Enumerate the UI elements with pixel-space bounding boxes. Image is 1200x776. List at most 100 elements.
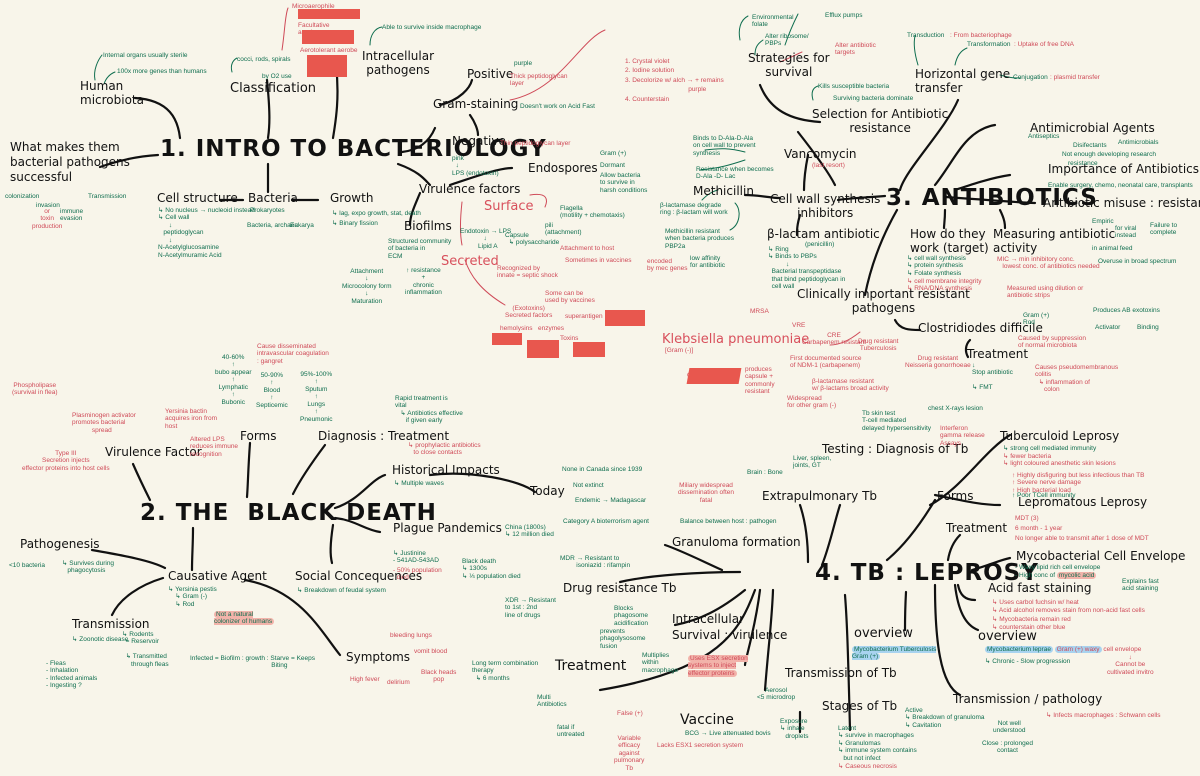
node-leprosy-forms: Forms <box>937 489 974 503</box>
node-tb-treatment: Treatment <box>555 658 627 674</box>
note-classification-shapes: cocci, rods, spirals <box>237 56 291 63</box>
note-surviving-dominate: Surviving bacteria dominate <box>833 95 914 102</box>
note-enzymes: enzymes <box>538 325 565 332</box>
note-septic-shock: Recognized by innate = septic shock <box>497 265 558 280</box>
node-overview-leprosy: overview <box>978 629 1037 644</box>
node-klebsiella: Klebsiella pneumoniae <box>662 332 810 347</box>
note-last-resort: (last resort) <box>812 162 845 169</box>
note-capsule-resistant: produces capsule + commonly resistant <box>745 366 775 396</box>
note-suppression-microbiota: Caused by suppression of normal microbio… <box>1018 335 1086 350</box>
note-mrsa: MRSA <box>750 308 769 315</box>
note-immune-evasion: immune evasion <box>60 208 84 223</box>
note-yersinia-pestis: ↳ Yersinia pestis ↳ Gram (-) ↳ Rod <box>168 586 217 608</box>
note-poor-tcell: ↑ Poor TCell immunity <box>1012 492 1076 499</box>
note-type-iii-secretion: Type III Secretion injects effector prot… <box>22 450 110 472</box>
redaction-block <box>605 310 645 326</box>
note-exotoxins: (Exotoxins) Secreted factors <box>505 305 553 320</box>
highlight-mycolic-acid: mycolic acid <box>1056 572 1097 579</box>
note-50-percent-died: - 50% population died <box>393 567 442 582</box>
note-low-affinity: low affinity for antibiotic <box>690 255 726 270</box>
topic-title-black-death: 2. THE BLACK DEATH <box>140 500 437 526</box>
note-10-bacteria: <10 bacteria <box>9 562 45 569</box>
note-mec-genes: encoded by mec genes <box>647 258 688 273</box>
note-efflux-pumps: Efflux pumps <box>825 12 863 19</box>
node-historical-impacts: Historical Impacts <box>392 463 500 477</box>
note-delirium: delirium <box>387 679 410 686</box>
note-stop-antibiotic-fmt: ↓ Stop antibiotic ↳ FMT <box>972 362 1013 392</box>
note-human-microbiota-1: Internal organs usually sterile <box>103 52 188 59</box>
note-xdr: XDR → Resistant to 1st : 2nd line of dru… <box>505 597 556 619</box>
node-how-do-they-work: How do they work (target) <box>910 227 989 255</box>
note-eukarya: Eukarya <box>290 222 314 229</box>
note-gram-negative: [Gram (-)] <box>665 347 694 354</box>
note-cdiff-gram: Gram (+) Rod <box>1023 312 1050 327</box>
note-liver-spleen: Liver, spleen, joints, GT <box>793 455 832 470</box>
note-transmission: Transmission <box>88 193 127 200</box>
note-kills-susceptible: Kills susceptible bacteria <box>818 83 890 90</box>
node-clinically-important-pathogens: Clinically important resistant pathogens <box>797 287 970 315</box>
node-virulence-factors: Virulence factors <box>419 182 521 196</box>
note-multi-antibiotics: Multi Antibiotics <box>537 694 567 709</box>
note-false-positive: False (+) <box>617 710 643 717</box>
note-flagella: Flagella (motility + chemotaxis) <box>560 205 625 220</box>
note-cannot-cultivate: ↓ Cannot be cultivated invitro <box>1107 654 1154 676</box>
note-conjugation: Conjugation <box>1013 74 1048 81</box>
note-igra: Interferon gamma release Assays <box>940 425 985 447</box>
note-close-contact: Close : prolonged contact <box>982 740 1033 755</box>
note-vaccines: Sometimes in vaccines <box>565 257 632 264</box>
node-acid-fast-staining: Acid fast staining <box>988 581 1092 595</box>
note-neisseria: Drug resistant Neisseria gonorrhoeae <box>905 355 971 370</box>
node-leprosy-treatment: Treatment <box>946 521 1008 535</box>
note-beta-lactamase-ring: β-lactamase degrade ring : β-lactam will… <box>660 202 728 217</box>
note-justinian: ↳ Justinine - 541AD-543AD <box>393 550 439 565</box>
node-antibiotic-misuse: Antibiotic misuse : resistance <box>1043 196 1200 210</box>
note-pili: pili (attachment) <box>545 222 582 237</box>
note-attachment-host: Attachment to host <box>560 245 615 252</box>
highlight-m-leprae: Mycobacterium leprae <box>985 646 1053 653</box>
topic-title-intro-bacteriology: 1. INTRO TO BACTERIOLOGY <box>160 136 547 162</box>
node-endospores: Endospores <box>528 161 598 175</box>
note-mdr: MDR → Resistant to isoniazid : rifampin <box>560 555 631 570</box>
node-symptoms: Symptoms <box>346 650 411 664</box>
note-beta-lactam-details: ↳ Ring ↳ Binds to PBPs ↓ Bacterial trans… <box>768 246 846 291</box>
note-feudal: ↳ Breakdown of feudal system <box>297 587 386 594</box>
node-transmission: Transmission <box>72 617 150 631</box>
redaction-block <box>492 333 522 345</box>
note-black-death: Black death ↳ 1300s ↳ ⅓ population died <box>462 558 521 580</box>
note-mic: MIC → min inhibitory conc. lowest conc. … <box>997 256 1100 271</box>
node-negative: Negative <box>452 134 506 148</box>
note-mdt: MDT (3) 6 month - 1 year No longer able … <box>1015 515 1149 543</box>
node-selection-antibiotic-resistance: Selection for Antibiotic resistance <box>812 107 949 135</box>
node-intracellular-pathogens: Intracellular pathogens <box>362 49 435 77</box>
note-miliary: Miliary widespread dissemination often f… <box>678 482 735 504</box>
note-vomit-blood: vomit blood <box>414 648 448 655</box>
node-plague-pandemics: Plague Pandemics <box>393 521 502 535</box>
note-multiple-waves: ↳ Multiple waves <box>394 480 444 487</box>
note-acid-fast: Doesn't work on Acid Fast <box>520 103 595 110</box>
note-tuberculoid-details: ↳ fewer bacteria ↳ light coloured anesth… <box>1003 453 1116 468</box>
highlight-m-tuberculosis: Mycobacterium Tuberculosis Gram (+) <box>852 646 937 661</box>
note-pink-lps: pink ↓ LPS (endotoxin) <box>452 155 499 177</box>
note-empiric: Empiric <box>1092 218 1114 225</box>
note-long-term-therapy: Long term combination therapy ↳ 6 months <box>472 660 539 682</box>
note-microaerophile: Microaerophile <box>292 3 335 10</box>
note-toxins: Toxins <box>560 335 579 342</box>
note-methicillin-resistant: Methicillin resistant when bacteria prod… <box>665 228 735 250</box>
node-measuring-activity: Measuring antibiotic activity <box>993 227 1116 255</box>
note-toxin-production: or toxin production <box>32 208 63 230</box>
node-forms: Forms <box>240 429 277 443</box>
note-survives-phagocytosis: ↳ Survives during phagocytosis <box>62 560 115 575</box>
note-skin-test: Tb skin test T-cell mediated delayed hyp… <box>862 410 932 432</box>
note-zoonotic: ↳ Zoonotic disease <box>72 636 129 643</box>
node-drug-resistance-tb: Drug resistance Tb <box>563 581 677 595</box>
note-balance-host-pathogen: Balance between host : pathogen <box>680 518 777 525</box>
note-environmental-folate: Environmental folate <box>752 14 794 29</box>
note-china: China (1800s) ↳ 12 million died <box>505 524 554 539</box>
note-human-microbiota-2: 100x more genes than humans <box>117 68 207 75</box>
note-hemolysins: hemolysins <box>500 325 533 332</box>
note-transformation: Transformation <box>967 41 1011 48</box>
note-black-heads: Black heads pop <box>421 669 457 684</box>
node-vancomycin: Vancomycin <box>784 147 857 161</box>
note-infected-biofilm: Infected = Biofilm : growth : Starve = K… <box>190 655 316 670</box>
note-viral: for viral instead <box>1115 225 1137 240</box>
